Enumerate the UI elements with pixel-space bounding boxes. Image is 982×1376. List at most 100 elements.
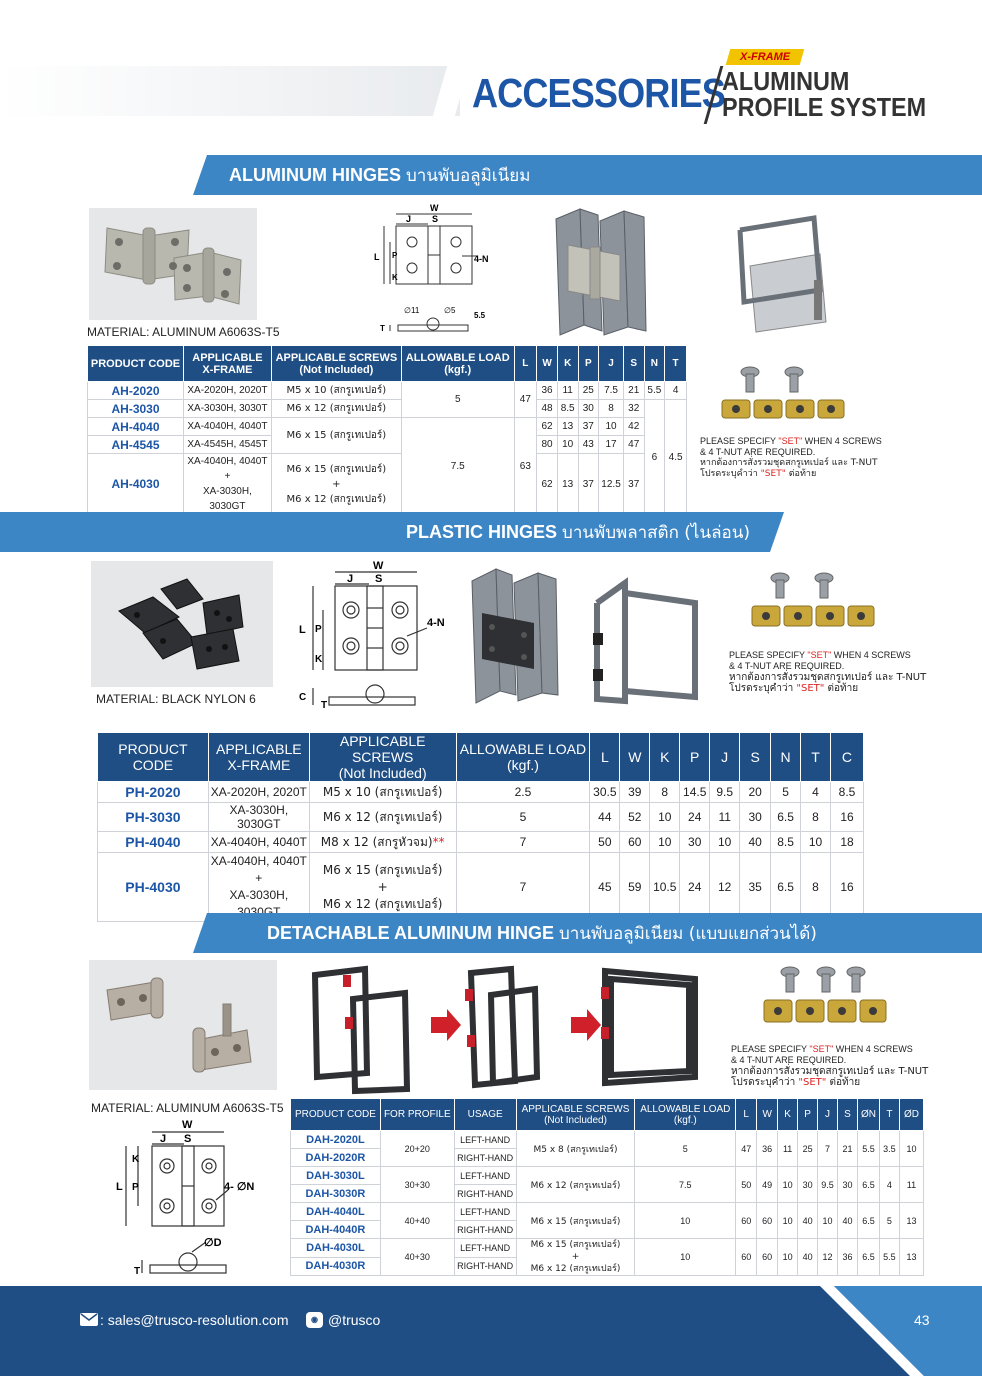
- table-row: DAH-3030R RIGHT-HAND: [290, 1184, 924, 1203]
- footer-line-id[interactable]: @trusco: [328, 1312, 381, 1328]
- col-n: N: [770, 732, 802, 782]
- col-s: S: [622, 345, 645, 382]
- dim-k-label: K: [315, 654, 323, 665]
- detachable-hinge-assembly-sequence: [311, 965, 698, 1095]
- aluminum-hinge-profile-render: [555, 208, 647, 336]
- col-product-code: PRODUCT CODE: [290, 1098, 381, 1131]
- dim-n-label: 4- ∅N: [224, 1181, 254, 1193]
- page-title: ACCESSORIES: [472, 70, 726, 116]
- dim-s-label: S: [375, 573, 382, 585]
- banner-tip: [770, 512, 784, 552]
- dim-k-label: K: [392, 273, 398, 282]
- col-p: P: [679, 732, 711, 782]
- col-applicable-screws: APPLICABLE SCREWS(Not Included): [308, 732, 457, 782]
- col-t: T: [664, 345, 687, 382]
- dim-t-label: T: [380, 324, 385, 333]
- col-allowable-load: ALLOWABLE LOAD(kgf.): [455, 732, 591, 782]
- screw-tnut-set-image: [751, 572, 875, 627]
- col-p: P: [577, 345, 600, 382]
- table-row: DAH-4030L 40+30 LEFT-HAND M6 x 15 (สกรูเ…: [290, 1238, 925, 1276]
- col-k: K: [777, 1098, 799, 1131]
- aluminum-hinge-photo: [89, 208, 257, 320]
- dim-l-label: L: [374, 252, 380, 262]
- footer-stripe: [820, 1286, 982, 1376]
- set-order-note-2: PLEASE SPECIFY "SET" WHEN 4 SCREWS & 4 T…: [729, 650, 927, 694]
- col-allowable-load: ALLOWABLE LOAD(kgf.): [634, 1098, 737, 1131]
- dim-k-label: K: [132, 1154, 140, 1165]
- dim-p-label: P: [315, 624, 322, 635]
- table-row: AH-2020 XA-2020H, 2020T M5 x 10 (สกรูเทเ…: [86, 381, 687, 418]
- col-n: N: [643, 345, 666, 382]
- material-label: MATERIAL: ALUMINUM A6063S-T5: [91, 1101, 284, 1115]
- email-icon: [80, 1313, 98, 1326]
- section-banner-plastic-hinges: PLASTIC HINGES บานพับพลาสติก (ไนล่อน): [0, 512, 770, 552]
- col-n: ØN: [856, 1098, 880, 1131]
- screw-tnut-set-image: [721, 366, 845, 419]
- col-j: J: [817, 1098, 839, 1131]
- col-k: K: [556, 345, 579, 382]
- screw-tnut-set-image: [763, 966, 887, 1023]
- col-t: T: [878, 1098, 900, 1131]
- plastic-hinge-profile-render: [471, 568, 559, 704]
- dim-d-label: ∅D: [204, 1237, 222, 1249]
- col-s: S: [837, 1098, 858, 1131]
- col-for-profile: FOR PROFILE: [379, 1098, 455, 1131]
- col-d: ØD: [898, 1098, 925, 1131]
- dim-l-label: L: [299, 624, 306, 636]
- col-l: L: [513, 345, 538, 382]
- dim-t-label: T: [134, 1266, 140, 1277]
- plastic-hinge-frame-render: [593, 577, 698, 705]
- col-t: T: [800, 732, 831, 782]
- col-usage: USAGE: [453, 1098, 517, 1131]
- table-row: DAH-2020L 20+20 LEFT-HAND M5 x 8 (สกรูเท…: [290, 1130, 925, 1167]
- table-row: PH-4040 XA-4040H, 4040T M8 x 12 (สกรูหัว…: [97, 831, 865, 853]
- plastic-hinge-photo: [91, 561, 273, 687]
- dim-w-label: W: [182, 1119, 193, 1131]
- col-l: L: [589, 732, 621, 782]
- dim-n-label: 4-N: [474, 254, 489, 264]
- plastic-hinge-dimension-drawing: W J S L P K 4-N C T: [299, 560, 445, 711]
- table-row: PH-4030 XA-4040H, 4040T+XA-3030H, 3030GT…: [97, 852, 865, 922]
- col-c: C: [829, 732, 865, 782]
- aluminum-hinge-dimension-drawing: W J S L P K 4-N ∅11 ∅5 5.5 T: [374, 203, 489, 333]
- set-order-note-3: PLEASE SPECIFY "SET" WHEN 4 SCREWS & 4 T…: [731, 1044, 929, 1088]
- dim-d11-label: ∅11: [404, 306, 420, 315]
- dim-j-label: J: [160, 1133, 166, 1145]
- dim-l-label: L: [116, 1181, 123, 1193]
- col-s: S: [739, 732, 772, 782]
- dim-s-label: S: [184, 1133, 191, 1145]
- dim-t-label: T: [321, 700, 327, 711]
- col-k: K: [649, 732, 681, 782]
- col-w: W: [619, 732, 651, 782]
- dim-c-label: C: [299, 692, 306, 703]
- dim-w-label: W: [430, 203, 439, 213]
- col-p: P: [797, 1098, 819, 1131]
- col-product-code: PRODUCT CODE: [86, 345, 185, 382]
- col-product-code: PRODUCT CODE: [97, 732, 209, 782]
- dim-n-label: 4-N: [427, 617, 445, 629]
- detachable-hinge-dimension-drawing: W J S L P K 4- ∅N ∅D T: [116, 1119, 254, 1277]
- dim-55-label: 5.5: [474, 311, 486, 320]
- table-row: PH-3030 XA-3030H, 3030GT M6 x 12 (สกรูเท…: [97, 802, 865, 832]
- table-row: DAH-3030L 30+30 LEFT-HAND M6 x 12 (สกรูเ…: [290, 1166, 925, 1203]
- section-banner-aluminum-hinges: ALUMINUM HINGES บานพับอลูมิเนียม: [207, 155, 982, 195]
- line-icon: ◉: [306, 1312, 323, 1328]
- table-row: AH-3030 XA-3030H, 3030T M6 x 12 (สกรูเทเ…: [86, 399, 687, 515]
- col-j: J: [598, 345, 624, 382]
- banner-tip: [193, 913, 207, 953]
- dim-j-label: J: [406, 214, 411, 224]
- brand-badge: X-FRAME: [725, 49, 805, 65]
- table-row: DAH-4040R RIGHT-HAND: [290, 1220, 924, 1239]
- aluminum-hinge-frame-render: [737, 215, 827, 333]
- material-label: MATERIAL: ALUMINUM A6063S-T5: [87, 325, 280, 339]
- header-band: [0, 66, 460, 116]
- table-row: DAH-4030R RIGHT-HAND: [290, 1256, 924, 1276]
- col-w: W: [756, 1098, 779, 1131]
- footer-email[interactable]: : sales@trusco-resolution.com: [100, 1312, 289, 1328]
- col-applicable-screws: APPLICABLE SCREWS(Not Included): [515, 1098, 636, 1131]
- dim-w-label: W: [373, 560, 384, 572]
